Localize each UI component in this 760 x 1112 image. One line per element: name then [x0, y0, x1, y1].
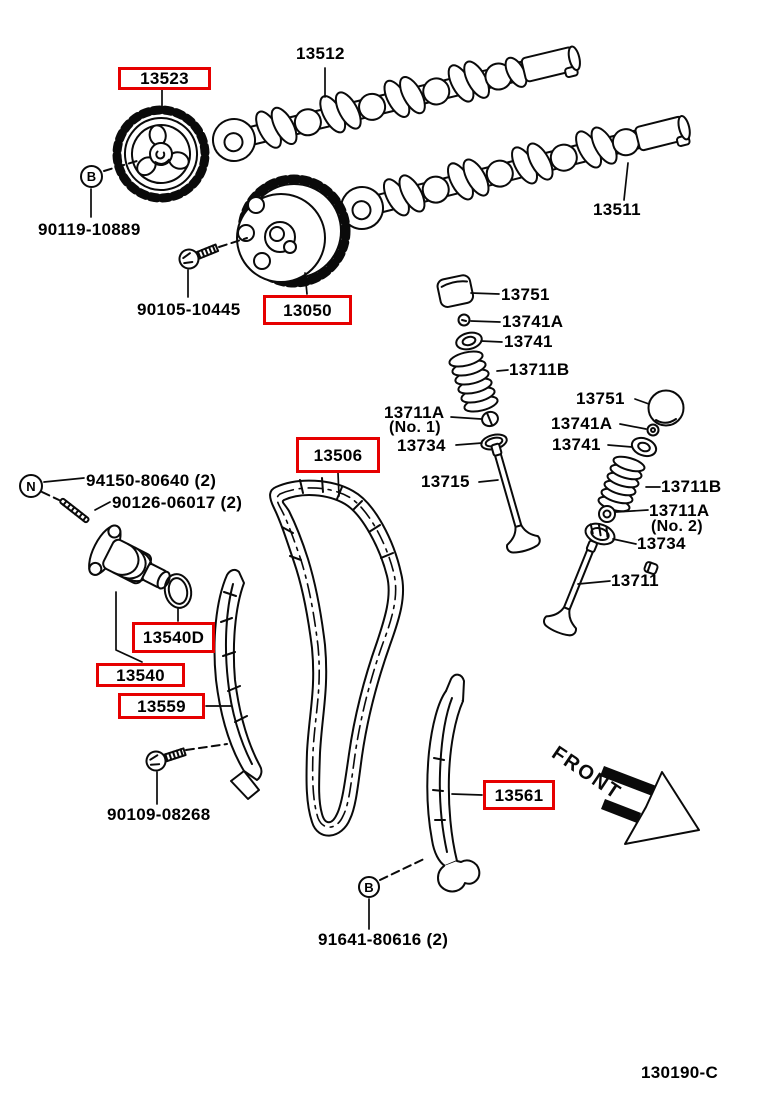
part-label-13734-right: 13734: [637, 534, 686, 553]
part-callout-13540[interactable]: 13540: [96, 663, 185, 687]
part-callout-13050[interactable]: 13050: [263, 295, 352, 325]
bolt-marker-bottom: B: [358, 876, 380, 898]
part-label-13711a-left: 13711A: [384, 403, 445, 422]
bolt-marker-top: B: [80, 165, 103, 188]
part-label-91641-80616: 91641-80616 (2): [318, 930, 449, 949]
part-callout-13561[interactable]: 13561: [483, 780, 555, 810]
part-callout-13506[interactable]: 13506: [296, 437, 380, 473]
part-label-13751-right: 13751: [576, 389, 625, 408]
valve-spring-left-drawing: [448, 350, 499, 413]
intake-valve-drawing: [542, 539, 598, 637]
part-label-13512: 13512: [296, 44, 345, 63]
valve-keeper-right-drawing: [598, 505, 616, 523]
tensioner-stud-drawing: [59, 497, 90, 524]
part-callout-13559[interactable]: 13559: [118, 693, 205, 719]
figure-code: 130190-C: [641, 1063, 719, 1082]
chain-tensioner-drawing: [88, 524, 171, 590]
front-direction-arrow: [600, 766, 700, 845]
spring-retainer-right-drawing: [630, 436, 658, 458]
part-label-90109-08268: 90109-08268: [107, 805, 211, 824]
assembly-dash-lines: [41, 160, 427, 881]
tensioner-oring-drawing: [163, 573, 193, 609]
part-label-90126-06017: 90126-06017 (2): [112, 493, 243, 512]
part-label-13711: 13711: [611, 571, 659, 590]
chain-guide-drawing: [426, 673, 481, 893]
valve-lifter-right-drawing: [647, 389, 685, 427]
part-label-90105-10445: 90105-10445: [137, 300, 241, 319]
camshaft-13511-drawing: [340, 114, 691, 230]
part-label-13715: 13715: [421, 472, 470, 491]
exhaust-valve-drawing: [490, 442, 541, 554]
spring-seat-left-drawing: [457, 313, 471, 327]
chain-damper-drawing: [213, 568, 263, 800]
camshaft-sprocket-drawing: [112, 105, 210, 203]
part-label-13741-right: 13741: [552, 435, 601, 454]
part-label-13741-left: 13741: [504, 332, 553, 351]
valve-keeper-left-drawing: [481, 410, 499, 428]
part-label-13711a-right-note: (No. 2): [651, 518, 703, 535]
damper-bolt-drawing: [145, 747, 187, 772]
part-callout-13523[interactable]: 13523: [118, 67, 211, 90]
part-callout-13540d[interactable]: 13540D: [132, 622, 215, 653]
leader-lines: [43, 67, 661, 930]
part-label-13734-left: 13734: [397, 436, 446, 455]
valve-lifter-left-drawing: [436, 274, 475, 308]
spring-seat-right-drawing: [646, 423, 660, 437]
vvt-bolt-drawing: [178, 243, 220, 270]
camshaft-13512-drawing: [212, 45, 581, 162]
part-label-90119-10889: 90119-10889: [38, 220, 141, 239]
part-label-13711b-left: 13711B: [509, 360, 570, 379]
keeper-half-right-drawing: [643, 561, 659, 575]
part-label-13711a-right: 13711A: [649, 501, 710, 520]
valve-spring-right-drawing: [597, 455, 646, 513]
part-label-13741a-left: 13741A: [502, 312, 564, 331]
part-label-13711b-right: 13711B: [661, 477, 722, 496]
part-label-94150-80640: 94150-80640 (2): [86, 471, 217, 490]
spring-retainer-left-drawing: [455, 331, 483, 351]
part-label-13711a-left-note: (No. 1): [389, 419, 441, 436]
timing-chain-drawing: [269, 477, 405, 837]
part-label-13511: 13511: [593, 200, 641, 219]
nut-marker-left: N: [19, 474, 43, 498]
part-label-13741a-right: 13741A: [551, 414, 613, 433]
part-label-13751-left: 13751: [501, 285, 550, 304]
vvt-timing-gear-drawing: [236, 174, 351, 288]
